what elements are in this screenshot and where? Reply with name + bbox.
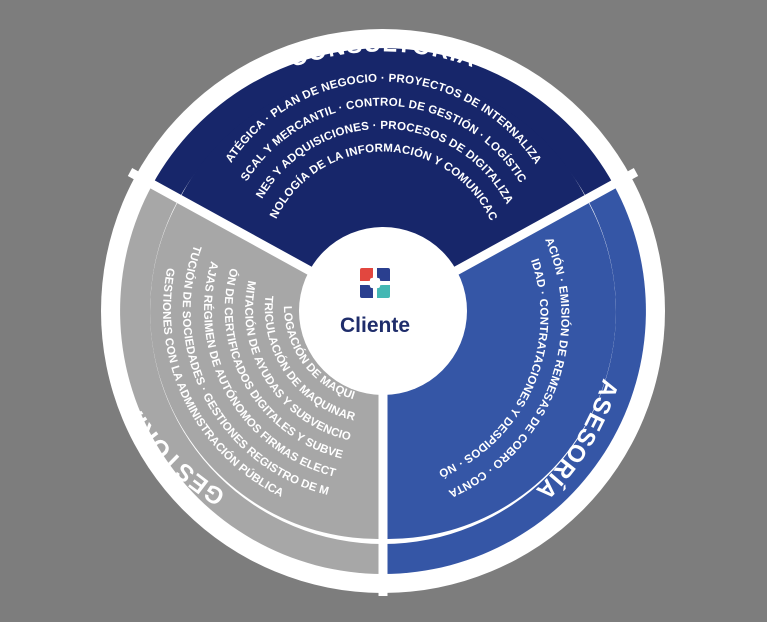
center-label: Cliente [340,314,410,337]
brand-logo-icon [360,268,390,298]
center-hub [299,227,467,395]
